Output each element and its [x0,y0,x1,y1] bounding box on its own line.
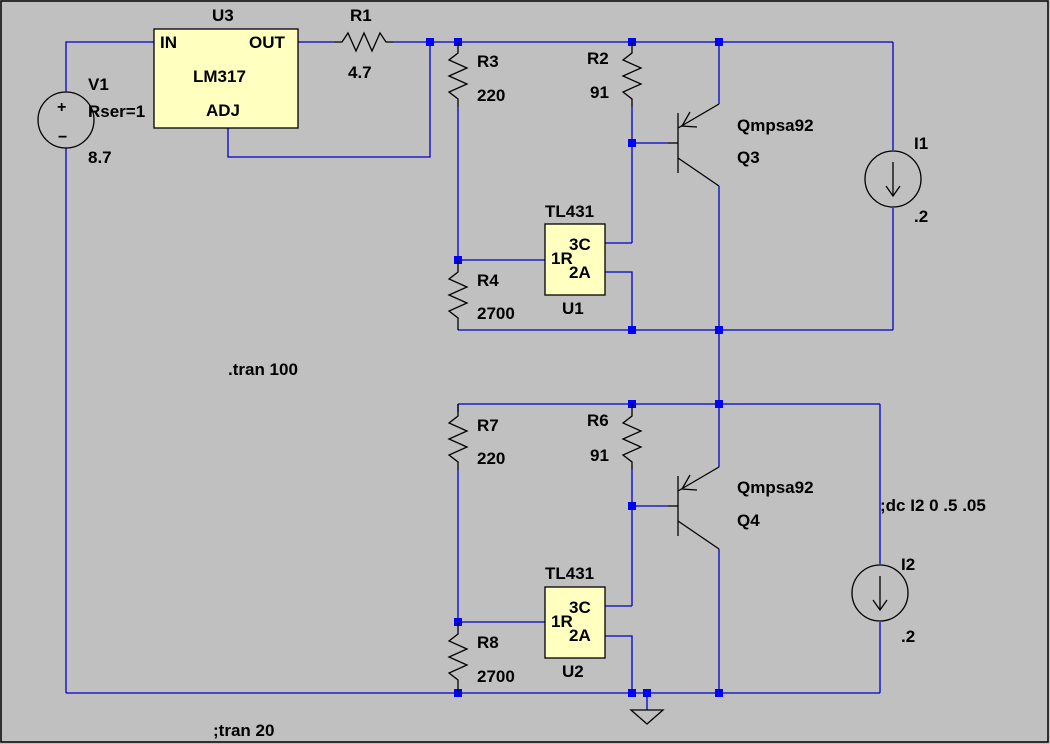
wire-u1-a [605,271,633,330]
i1-label: I1 [914,134,928,153]
shunt-ref-u2[interactable]: 3C 1R 2A [544,586,606,659]
junction-dot [715,689,723,697]
u3-pin-out: OUT [249,33,286,52]
voltage-source-v1[interactable]: + − [37,91,95,149]
u2-pin-a: 2A [569,626,591,645]
i1-value: .2 [914,207,928,226]
resistor-r6[interactable] [621,404,643,470]
u3-pin-adj: ADJ [206,101,240,120]
junction-dot [715,38,723,46]
current-source-i2[interactable] [851,564,909,622]
transistor-q3[interactable] [668,103,720,187]
junction-dot [426,38,434,46]
v1-param: Rser=1 [88,102,145,121]
u2-part: TL431 [545,564,594,583]
q3-model: Qmpsa92 [737,116,814,135]
junction-dot [628,139,636,147]
u1-body [544,223,606,296]
r6-label: R6 [587,411,609,430]
r3-value: 220 [477,86,505,105]
r2-label: R2 [587,49,609,68]
u2-pin-c: 3C [569,598,591,617]
u3-body [153,28,299,129]
resistor-r3[interactable] [447,42,469,107]
directive-tran-comment[interactable]: ;tran 20 [213,721,274,740]
u1-label: U1 [562,299,584,318]
i2-value: .2 [901,627,915,646]
q4-label: Q4 [737,511,760,530]
u3-pin-in: IN [160,33,177,52]
r2-value: 91 [590,83,609,102]
directive-tran[interactable]: .tran 100 [228,360,298,379]
i2-label: I2 [901,555,915,574]
directive-dc[interactable]: ;dc I2 0 .5 .05 [880,496,986,515]
minus-sign: − [58,129,67,146]
r1-label: R1 [350,6,372,25]
u1-pin-a: 2A [569,263,591,282]
wire-adj-feedback [227,42,431,158]
junction-dot [628,689,636,697]
junction-dot [643,689,651,697]
wire-u2-a [605,635,633,693]
u1-part: TL431 [545,202,594,221]
resistor-r7[interactable] [447,404,469,470]
u2-body [544,586,606,659]
r6-value: 91 [590,446,609,465]
v1-value: 8.7 [88,148,112,167]
r4-value: 2700 [477,304,515,323]
r4-label: R4 [477,271,499,290]
r3-label: R3 [477,52,499,71]
u2-label: U2 [562,662,584,681]
r7-label: R7 [477,416,499,435]
wire-v1-to-u3-in [65,41,154,91]
plus-sign: + [57,99,66,116]
u2-pin-r: 1R [551,612,573,631]
shunt-ref-u1[interactable]: 3C 1R 2A [544,223,606,296]
junction-dot [628,326,636,334]
junction-dot [628,502,636,510]
u3-part: LM317 [193,67,246,86]
junction-dot [715,400,723,408]
q3-label: Q3 [737,148,760,167]
r8-value: 2700 [477,667,515,686]
resistor-r4[interactable] [447,260,469,330]
u1-pin-c: 3C [569,235,591,254]
resistor-r1[interactable] [334,31,394,53]
r8-label: R8 [477,633,499,652]
current-source-i1[interactable] [864,150,922,208]
transistor-q4[interactable] [668,466,720,550]
regulator-u3[interactable]: IN OUT LM317 ADJ [153,28,299,129]
r1-value: 4.7 [348,63,372,82]
resistor-r8[interactable] [447,622,469,693]
q4-model: Qmpsa92 [737,478,814,497]
u3-label: U3 [212,6,234,25]
u1-pin-r: 1R [551,249,573,268]
ground-icon[interactable] [629,709,665,725]
v1-label: V1 [88,75,109,94]
resistor-r2[interactable] [621,42,643,107]
junction-dot [715,326,723,334]
r7-value: 220 [477,449,505,468]
